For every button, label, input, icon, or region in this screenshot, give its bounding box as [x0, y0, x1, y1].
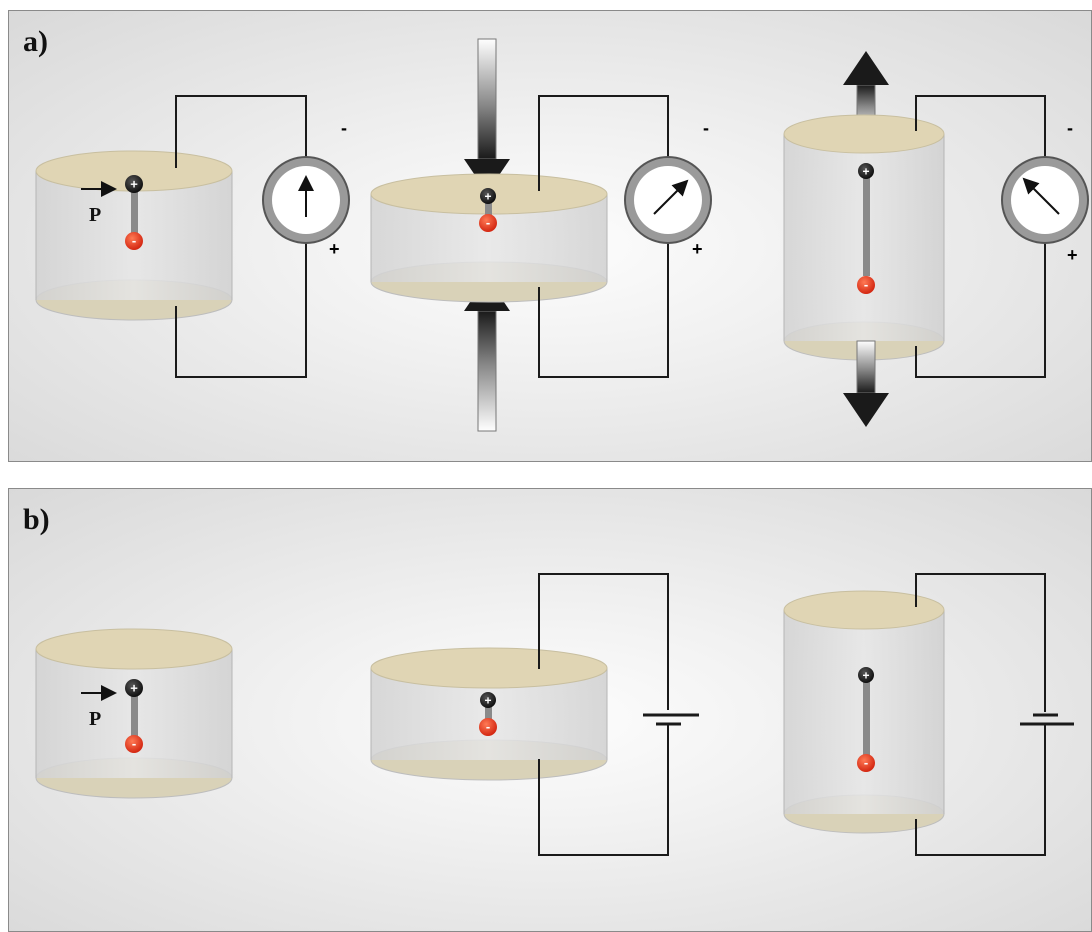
negative-charge [125, 232, 143, 250]
polarization-vector: P [81, 685, 117, 730]
meter-negative-label: - [341, 118, 347, 138]
meter-positive-label: + [1067, 245, 1078, 265]
voltmeter-stretched [1001, 156, 1089, 244]
positive-charge-sign: + [130, 177, 138, 192]
negative-charge-sign: - [864, 277, 868, 292]
polarization-label: P [89, 708, 101, 730]
meter-negative-label: - [703, 118, 709, 138]
polarization-vector: P [81, 181, 117, 226]
meter-needle [653, 179, 689, 215]
positive-charge-sign: + [862, 165, 869, 179]
positive-charge-sign: + [484, 190, 491, 204]
panel-b-label: b) [23, 503, 50, 536]
positive-charge-sign: + [130, 681, 138, 696]
sample-cylinder-rest [35, 628, 233, 799]
panel-a-label: a) [23, 25, 48, 58]
battery-compressed [643, 713, 699, 726]
meter-positive-label: + [329, 239, 340, 259]
dipole-stretched: + - [857, 667, 875, 772]
panel-a-diagram: + - P - + [35, 38, 1089, 432]
polarization-label: P [89, 204, 101, 226]
positive-charge-sign: + [484, 694, 491, 708]
panel-b: b) [8, 488, 1092, 932]
negative-charge-sign: - [864, 755, 868, 770]
sample-cylinder-rest [35, 150, 233, 321]
meter-negative-label: - [1067, 118, 1073, 138]
dipole-stretched: + - [857, 163, 875, 294]
force-arrow-down [843, 340, 889, 427]
positive-charge-sign: + [862, 669, 869, 683]
meter-needle [1022, 177, 1060, 215]
wire-bottom [175, 239, 307, 378]
dipole-rest: + - [125, 679, 143, 753]
negative-charge-sign: - [486, 215, 490, 230]
battery-stretched [1020, 713, 1074, 726]
negative-charge-sign: - [132, 736, 136, 751]
dipole-rest: + - [125, 175, 143, 250]
force-arrow-top [464, 38, 510, 193]
negative-charge-sign: - [486, 719, 490, 734]
wire-top [175, 95, 307, 168]
positive-charge [125, 175, 143, 193]
dipole-compressed: + - [479, 188, 497, 232]
panel-b-diagram: + - P + - [35, 573, 1074, 856]
voltmeter-compressed [624, 156, 712, 244]
negative-charge-sign: - [132, 233, 136, 248]
panel-a: a) [8, 10, 1092, 462]
meter-positive-label: + [692, 239, 703, 259]
voltmeter-rest [262, 156, 350, 244]
dipole-compressed: + - [479, 692, 497, 736]
